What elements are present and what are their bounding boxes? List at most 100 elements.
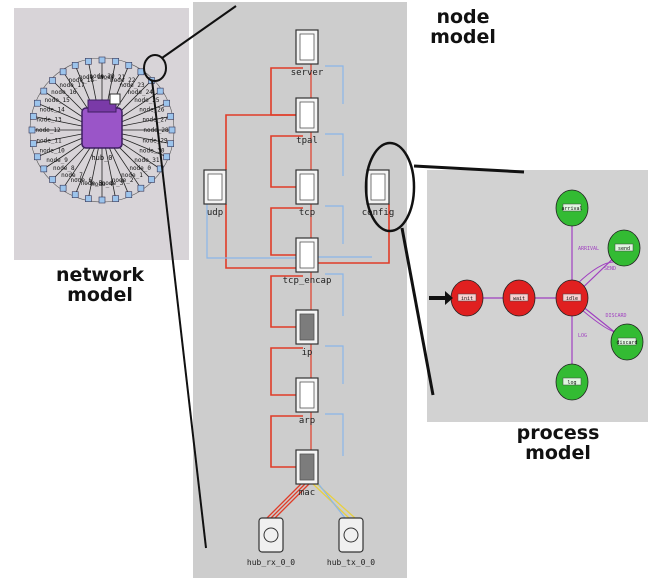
network-node-label: node_17 — [59, 82, 85, 89]
network-node-label: node_9 — [46, 157, 68, 164]
packet-stream — [270, 415, 303, 468]
state-idle[interactable]: idle — [555, 279, 589, 317]
network-node[interactable]: node_27 — [142, 113, 174, 123]
network-node[interactable]: node_9 — [40, 157, 69, 173]
network-node[interactable]: node_3 — [102, 180, 124, 202]
network-node[interactable]: node_10 — [34, 148, 65, 161]
network-node-label: node_14 — [39, 106, 65, 113]
network-node[interactable]: node_11 — [30, 138, 62, 147]
network-node-label: node_4 — [91, 181, 113, 188]
module-tpal[interactable]: tpal — [295, 97, 319, 146]
network-node[interactable]: node_28 — [143, 126, 176, 134]
network-node-label: node_21 — [100, 74, 126, 81]
packet-stream — [225, 114, 296, 170]
transceiver-label: hub_tx_0_0 — [327, 558, 375, 567]
packet-stream — [318, 204, 390, 264]
caption-line: node — [436, 6, 490, 28]
packet-stream — [312, 483, 350, 519]
network-node-label: node_2 — [112, 177, 134, 184]
module-label: ip — [302, 348, 313, 358]
packet-stream — [270, 135, 303, 188]
network-node-label: node_30 — [139, 148, 165, 155]
network-node-label: node_31 — [134, 157, 160, 164]
network-node[interactable]: node_30 — [139, 148, 170, 161]
module-arp[interactable]: arp — [295, 377, 319, 426]
network-node[interactable]: node_19 — [79, 58, 105, 81]
module-tcp-encap[interactable]: tcp_encap — [283, 237, 332, 286]
process-connector-top — [413, 164, 525, 174]
network-node[interactable]: node_4 — [91, 181, 113, 204]
process-connector-bottom — [400, 227, 435, 396]
network-node-label: node_25 — [134, 97, 160, 104]
packet-stream — [225, 204, 296, 269]
packet-stream — [270, 483, 306, 519]
network-node-label: node_28 — [143, 127, 169, 134]
state-label: init — [461, 296, 473, 302]
module-server[interactable]: server — [291, 29, 324, 78]
network-node-label: node_8 — [53, 165, 75, 172]
state-arrival[interactable]: arrival — [555, 189, 589, 227]
network-node[interactable]: node_20 — [89, 56, 115, 80]
network-node[interactable]: node_2 — [112, 177, 134, 198]
network-node-label: node_24 — [128, 89, 154, 96]
transceiver-label: hub_rx_0_0 — [247, 558, 295, 567]
module-config[interactable]: config — [362, 169, 395, 218]
network-node[interactable]: node_8 — [49, 165, 76, 183]
state-log[interactable]: log — [555, 363, 589, 401]
state-init[interactable]: init — [450, 279, 484, 317]
network-node-label: node_7 — [61, 172, 83, 179]
network-node[interactable]: node_5 — [81, 180, 103, 202]
state-send[interactable]: send — [607, 229, 641, 267]
network-node-label: node_15 — [44, 97, 70, 104]
receiver-hub-rx[interactable]: hub_rx_0_0 — [247, 517, 295, 567]
packet-stream — [270, 347, 303, 396]
hub-node[interactable]: hub_0 — [81, 93, 123, 162]
network-node[interactable]: node_22 — [110, 62, 136, 84]
network-node[interactable]: node_7 — [59, 172, 83, 192]
packet-stream — [266, 483, 302, 519]
network-model-diagram: node_20node_21node_22node_23node_24node_… — [28, 56, 176, 204]
network-node-label: node_22 — [110, 77, 136, 84]
network-node-label: node_3 — [102, 180, 124, 187]
module-mac[interactable]: mac — [295, 449, 319, 498]
module-label: arp — [299, 416, 315, 426]
packet-stream — [206, 180, 296, 259]
network-node[interactable]: node_13 — [30, 113, 62, 123]
network-connector-bottom — [151, 79, 207, 549]
network-node-label: node_29 — [142, 138, 168, 145]
transition-label: SEND — [604, 266, 616, 272]
network-node[interactable]: node_0 — [129, 165, 155, 183]
network-node[interactable]: node_17 — [59, 68, 85, 89]
network-node[interactable]: node_16 — [49, 77, 77, 96]
network-node[interactable]: node_6 — [70, 177, 93, 198]
network-node[interactable]: node_14 — [34, 99, 65, 113]
transmitter-hub-tx[interactable]: hub_tx_0_0 — [327, 517, 375, 567]
state-label: idle — [566, 296, 578, 302]
network-node[interactable]: node_15 — [40, 87, 70, 104]
network-node[interactable]: node_25 — [134, 87, 164, 104]
module-ip[interactable]: ip — [295, 309, 319, 358]
network-node[interactable]: node_18 — [69, 62, 95, 84]
state-discard[interactable]: discard — [610, 323, 644, 361]
network-node[interactable]: node_29 — [142, 138, 174, 147]
module-label: udp — [207, 208, 223, 218]
network-node-label: node_26 — [139, 106, 165, 113]
network-node[interactable]: node_12 — [28, 126, 61, 134]
state-wait[interactable]: wait — [502, 279, 536, 317]
module-label: server — [291, 68, 324, 78]
network-node-label: node_13 — [36, 116, 62, 123]
packet-stream — [325, 413, 344, 456]
packet-stream — [270, 275, 303, 328]
state-label: wait — [513, 296, 525, 302]
network-node[interactable]: node_1 — [121, 172, 145, 192]
network-node-label: node_0 — [129, 165, 151, 172]
network-node[interactable]: node_21 — [100, 58, 126, 81]
network-node-label: node_10 — [39, 148, 65, 155]
module-udp[interactable]: udp — [203, 169, 227, 218]
network-node[interactable]: node_26 — [139, 99, 170, 113]
module-tcp[interactable]: tcp — [295, 169, 319, 218]
network-node-label: node_19 — [79, 74, 105, 81]
